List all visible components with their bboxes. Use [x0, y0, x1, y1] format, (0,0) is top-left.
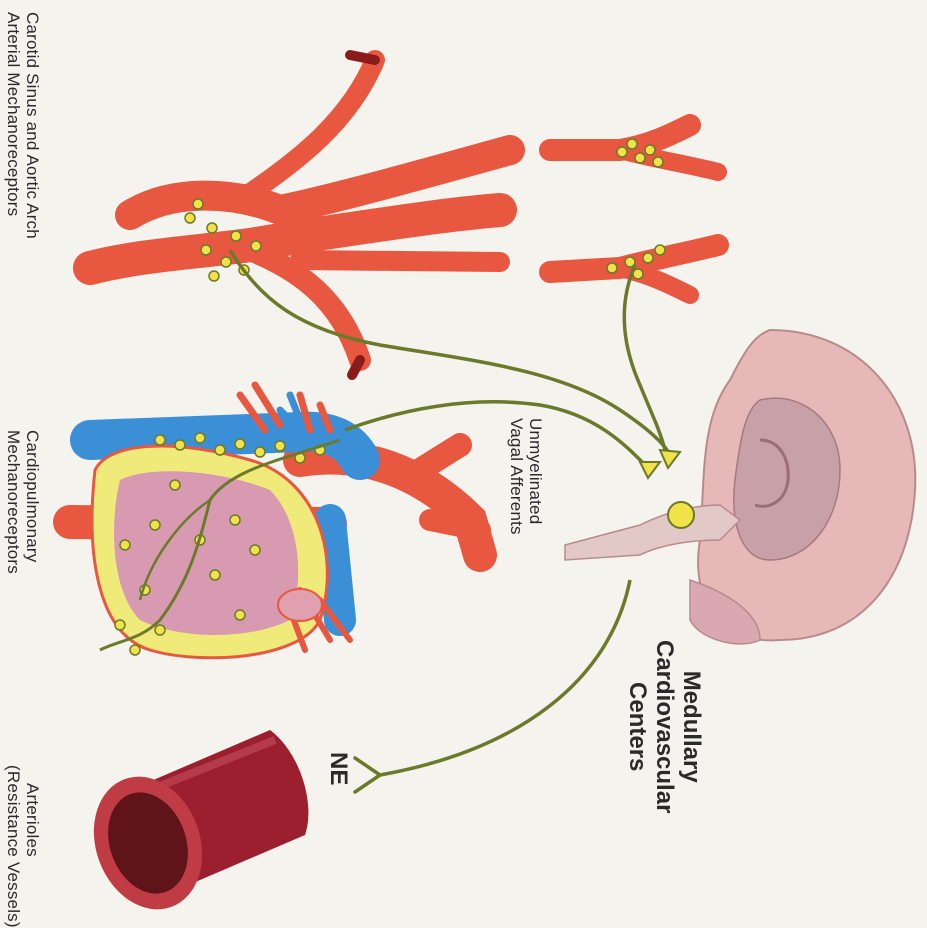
ne-terminal-icon	[355, 758, 380, 792]
medullary-center-dot	[668, 502, 694, 528]
efferent-nerve	[380, 580, 630, 775]
artery-tree	[90, 55, 510, 375]
cardiopulmonary-label: Cardiopulmonary Mechanoreceptors	[4, 430, 42, 574]
arterioles-label: Arterioles (Resistance Vessels)	[4, 765, 42, 928]
vagal-afferents-label: Unmyelinated Vagal Afferents	[507, 418, 545, 535]
baroreceptor-label: Carotid Sinus and Aortic Arch Arterial M…	[4, 12, 42, 239]
nerve-arrowheads	[640, 450, 680, 478]
arteriole	[76, 730, 309, 919]
heart	[70, 385, 480, 658]
medullary-centers-label: Medullary Cardiovascular Centers	[624, 640, 705, 813]
ne-label: NE	[324, 752, 352, 785]
brain	[565, 330, 915, 644]
